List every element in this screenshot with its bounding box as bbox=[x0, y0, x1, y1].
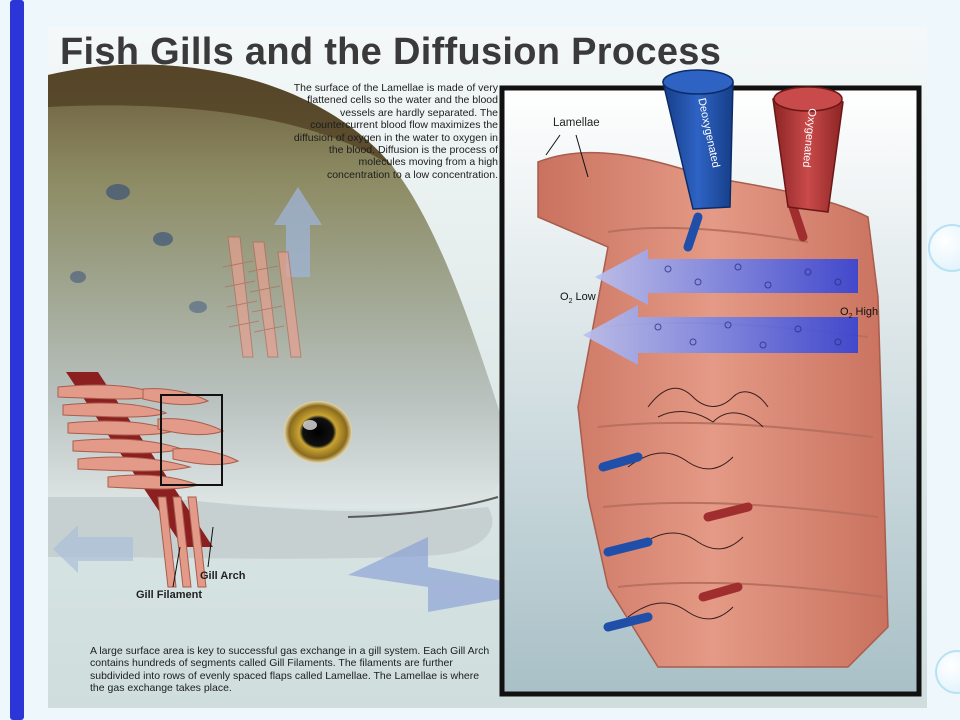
fish-back-stripe bbox=[48, 64, 393, 167]
label-o2-low: O2 Low bbox=[560, 291, 596, 306]
fish-lower-jaw bbox=[48, 497, 493, 559]
label-gill-arch: Gill Arch bbox=[200, 570, 246, 582]
label-gill-filament: Gill Filament bbox=[136, 589, 203, 601]
magnify-box bbox=[160, 394, 223, 486]
slide-accent-bar bbox=[10, 0, 24, 720]
gill-arch-leader bbox=[207, 526, 214, 568]
gill-filaments bbox=[57, 384, 240, 588]
label-lamellae: Lamellae bbox=[553, 117, 600, 129]
label-o2-high: O2 High bbox=[840, 306, 879, 321]
diffusion-arrow-lower bbox=[583, 305, 858, 365]
caption-lamellae-surface: The surface of the Lamellae is made of v… bbox=[293, 82, 498, 181]
fish-eye bbox=[284, 401, 352, 463]
fish-mouth-line bbox=[347, 496, 499, 518]
gill-filaments-upper bbox=[222, 236, 302, 358]
decorative-bubble bbox=[928, 224, 960, 272]
diagram-title: Fish Gills and the Diffusion Process bbox=[60, 31, 722, 73]
gill-filament-leader bbox=[172, 546, 181, 588]
diagram-artwork bbox=[48, 64, 922, 697]
lamellae-inset bbox=[499, 69, 922, 697]
decorative-bubble bbox=[935, 650, 960, 694]
diffusion-arrow-upper bbox=[595, 249, 858, 305]
gill-diagram: Fish Gills and the Diffusion Process The… bbox=[48, 27, 927, 708]
caption-surface-area: A large surface area is key to successfu… bbox=[90, 645, 490, 695]
water-flow-arrow-out bbox=[53, 525, 133, 573]
water-inflow-arrow bbox=[348, 537, 588, 627]
